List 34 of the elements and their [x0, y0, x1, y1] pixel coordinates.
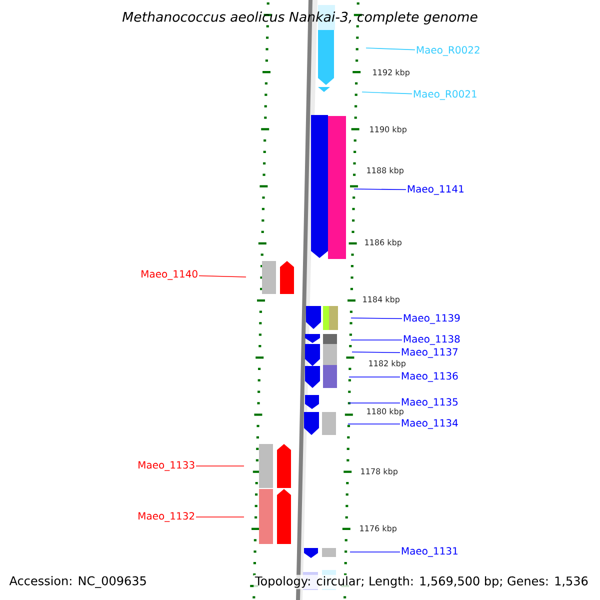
tick-label: 1184 kbp	[363, 296, 400, 304]
tick-label: 1190 kbp	[370, 126, 407, 134]
leader-line	[348, 376, 400, 378]
leader-line	[366, 48, 416, 50]
gene-label: Maeo_1134	[402, 419, 458, 429]
tick-label: 1182 kbp	[369, 360, 406, 368]
gene-label: Maeo_1137	[402, 348, 458, 358]
gene-label: Maeo_1133	[138, 461, 194, 471]
title: Methanococcus aeolicus Nankai-3, complete genome	[122, 12, 478, 24]
leader-line	[362, 92, 412, 94]
gene-label: Maeo_1140	[142, 270, 198, 280]
tick-label: 1178 kbp	[361, 468, 398, 476]
gene-label: Maeo_1136	[402, 372, 458, 382]
gene-label: Maeo_1138	[404, 335, 460, 345]
leader-line	[350, 318, 402, 320]
leader-line	[354, 188, 406, 190]
leader-line	[348, 402, 400, 404]
leader-line	[352, 352, 400, 354]
tick-label: 1192 kbp	[373, 69, 410, 77]
leader-line	[196, 516, 244, 518]
tick-label: 1180 kbp	[367, 408, 404, 416]
gene-label: Maeo_1139	[404, 314, 460, 324]
tick-label: 1186 kbp	[365, 239, 402, 247]
gene-label: Maeo_R0021	[414, 90, 476, 100]
gene-label: Maeo_1135	[402, 398, 458, 408]
genome-info-text: Topology: circular; Length: 1,569,500 bp; Genes: 1,536	[254, 574, 590, 590]
accession-text: Accession: NC_009635	[9, 576, 147, 588]
gene-label: Maeo_1131	[402, 547, 458, 557]
gene-label: Maeo_1132	[138, 512, 194, 522]
leader-line	[198, 275, 246, 278]
tick-label: 1188 kbp	[367, 167, 404, 175]
gene-label: Maeo_R0022	[416, 46, 480, 56]
gene-label: Maeo_1141	[408, 185, 464, 195]
tick-label: 1176 kbp	[360, 525, 397, 533]
